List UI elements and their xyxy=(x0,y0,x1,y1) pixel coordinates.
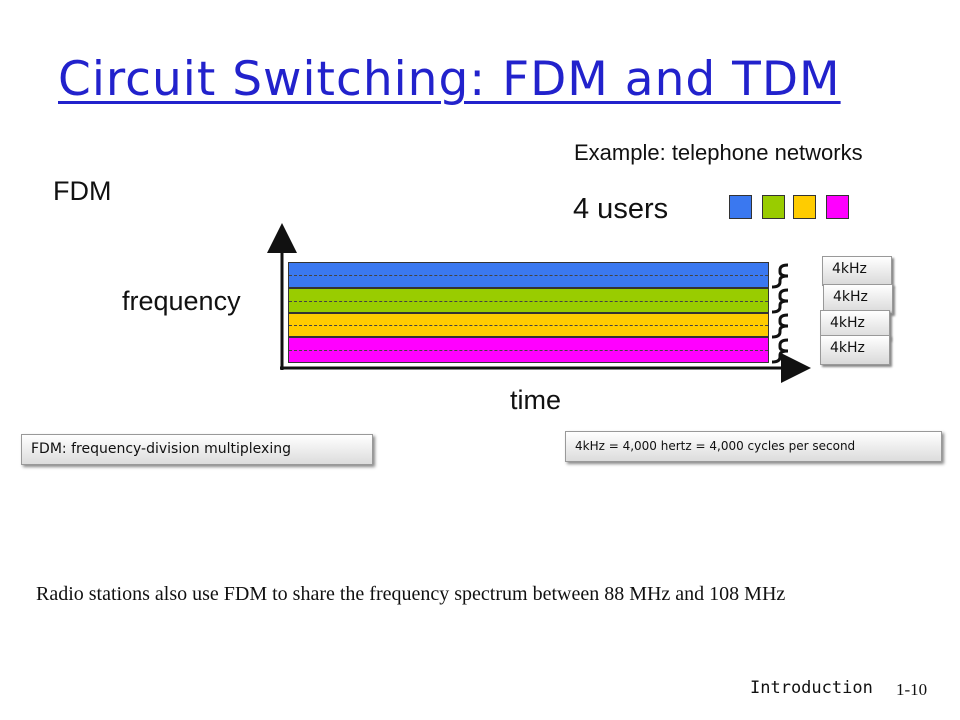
brace-4 xyxy=(771,338,789,364)
brace-3 xyxy=(771,313,789,339)
time-axis-label: time xyxy=(510,385,562,415)
bandwidth-label-2: 4kHz xyxy=(823,284,893,314)
radio-stations-text: Radio stations also use FDM to share the… xyxy=(36,583,786,605)
fdm-label: FDM xyxy=(53,176,112,206)
bandwidth-label-1: 4kHz xyxy=(822,256,892,286)
user-swatch-green xyxy=(762,195,785,219)
page-number: 1-10 xyxy=(896,680,928,699)
user-swatch-magenta xyxy=(826,195,849,219)
frequency-axis-label: frequency xyxy=(122,286,241,316)
example-caption: Example: telephone networks xyxy=(574,140,863,165)
frequency-band-green xyxy=(288,288,769,313)
brace-2 xyxy=(771,288,789,314)
user-swatch-yellow xyxy=(793,195,816,219)
brace-1 xyxy=(771,263,789,289)
frequency-band-magenta xyxy=(288,337,769,363)
frequency-band-blue xyxy=(288,262,769,288)
bandwidth-label-4: 4kHz xyxy=(820,335,890,365)
slide-title: Circuit Switching: FDM and TDM xyxy=(58,52,841,107)
users-label: 4 users xyxy=(573,193,669,225)
khz-definition-note: 4kHz = 4,000 hertz = 4,000 cycles per se… xyxy=(565,431,942,462)
user-swatch-blue xyxy=(729,195,752,219)
frequency-band-yellow xyxy=(288,313,769,337)
band-braces xyxy=(771,263,789,364)
footer-section: Introduction xyxy=(750,678,873,698)
fdm-definition-note: FDM: frequency-division multiplexing xyxy=(21,434,373,465)
